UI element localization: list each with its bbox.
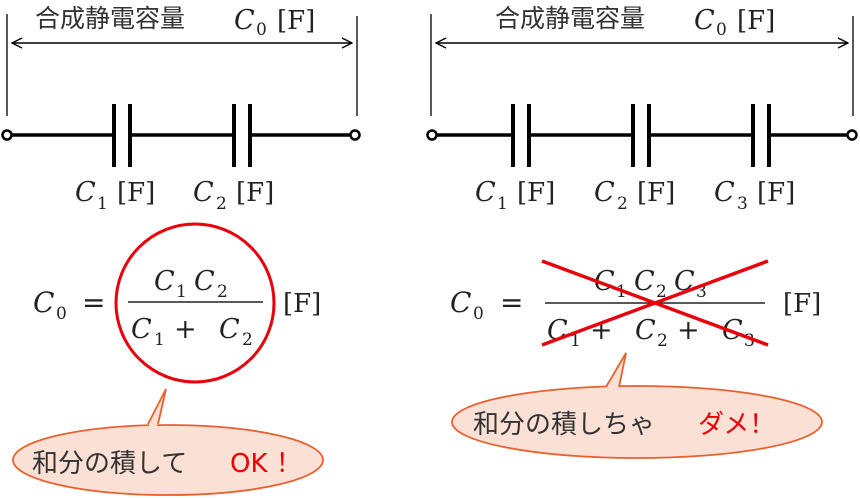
svg-text:C: C — [714, 177, 735, 208]
svg-text:1: 1 — [97, 194, 108, 214]
capacitor-c1-icon — [112, 104, 132, 167]
svg-text:=: = — [82, 286, 105, 319]
svg-text:3: 3 — [737, 194, 748, 214]
svg-text:0: 0 — [56, 304, 67, 324]
svg-text:C: C — [33, 286, 54, 319]
svg-text:C: C — [635, 315, 656, 346]
capacitor-c3-icon — [751, 104, 771, 167]
svg-text:3: 3 — [696, 282, 707, 302]
left-formula: C 0 = C 1 C 2 C 1 + C 2 [F] — [33, 222, 321, 384]
svg-text:3: 3 — [744, 331, 755, 351]
svg-text:[F]: [F] — [637, 178, 675, 208]
svg-text:2: 2 — [216, 194, 227, 214]
capacitor-c2-icon — [631, 104, 651, 167]
svg-text:C: C — [219, 314, 240, 345]
svg-text:[F]: [F] — [283, 289, 321, 319]
right-bubble-highlight: ダメ！ — [698, 410, 775, 440]
label-c1: C 1 [F] — [475, 177, 555, 214]
svg-text:[F]: [F] — [783, 289, 821, 319]
svg-text:[F]: [F] — [757, 178, 795, 208]
svg-text:+: + — [677, 315, 700, 346]
left-circuit: 合成静電容量 C 0 [F] C 1 [F] C 2 — [1, 4, 361, 214]
svg-text:2: 2 — [617, 194, 628, 214]
right-speech-bubble: 和分の積しちゃ ダメ！ — [451, 352, 823, 459]
svg-text:1: 1 — [154, 330, 165, 350]
svg-text:[F]: [F] — [117, 178, 155, 208]
svg-text:2: 2 — [656, 282, 667, 302]
right-title-unit: [F] — [737, 6, 775, 36]
svg-text:C: C — [194, 266, 215, 297]
svg-text:+: + — [590, 315, 613, 346]
left-terminal-icon — [1, 129, 13, 141]
right-terminal-icon — [846, 129, 858, 141]
svg-text:1: 1 — [570, 331, 581, 351]
svg-text:1: 1 — [176, 282, 187, 302]
label-c2: C 2 [F] — [193, 177, 274, 214]
label-c3: C 3 [F] — [714, 177, 795, 214]
left-bubble-highlight: OK ！ — [230, 449, 302, 479]
svg-text:[F]: [F] — [517, 178, 555, 208]
label-c1: C 1 [F] — [75, 177, 155, 214]
left-title-label: 合成静電容量 — [35, 4, 185, 33]
right-title-sub: 0 — [716, 20, 727, 40]
svg-text:C: C — [131, 314, 152, 345]
svg-text:+: + — [174, 314, 197, 345]
wrong-cross-mark-icon — [541, 259, 769, 347]
correct-circle-mark-icon — [114, 222, 276, 384]
svg-text:2: 2 — [242, 330, 253, 350]
svg-text:C: C — [75, 177, 96, 208]
svg-text:C: C — [475, 177, 496, 208]
svg-text:C: C — [634, 266, 655, 297]
svg-text:=: = — [500, 286, 523, 319]
svg-text:C: C — [594, 177, 615, 208]
right-terminal-icon — [349, 129, 361, 141]
left-speech-bubble: 和分の積して OK ！ — [12, 388, 324, 496]
right-bubble-text: 和分の積しちゃ — [473, 410, 655, 440]
left-title-unit: [F] — [277, 6, 315, 36]
left-terminal-icon — [426, 129, 438, 141]
svg-text:1: 1 — [497, 194, 508, 214]
capacitor-c1-icon — [511, 104, 531, 167]
left-title-symbol: C — [234, 5, 255, 36]
svg-text:[F]: [F] — [236, 178, 274, 208]
svg-text:C: C — [193, 177, 214, 208]
left-bubble-text: 和分の積して — [32, 449, 187, 479]
svg-text:2: 2 — [657, 331, 668, 351]
right-title-symbol: C — [694, 5, 715, 36]
capacitor-c2-icon — [232, 104, 252, 167]
right-formula: C 0 = C 1 C 2 C 3 C 1 + C 2 + C 3 [F] — [450, 259, 821, 351]
label-c2: C 2 [F] — [594, 177, 675, 214]
svg-text:0: 0 — [473, 304, 484, 324]
svg-text:C: C — [450, 286, 471, 319]
svg-text:2: 2 — [217, 282, 228, 302]
left-title-sub: 0 — [256, 20, 267, 40]
svg-text:C: C — [594, 266, 615, 297]
right-title-label: 合成静電容量 — [495, 4, 645, 33]
right-circuit: 合成静電容量 C 0 [F] C 1 [F] C — [426, 4, 858, 214]
svg-text:C: C — [154, 266, 175, 297]
